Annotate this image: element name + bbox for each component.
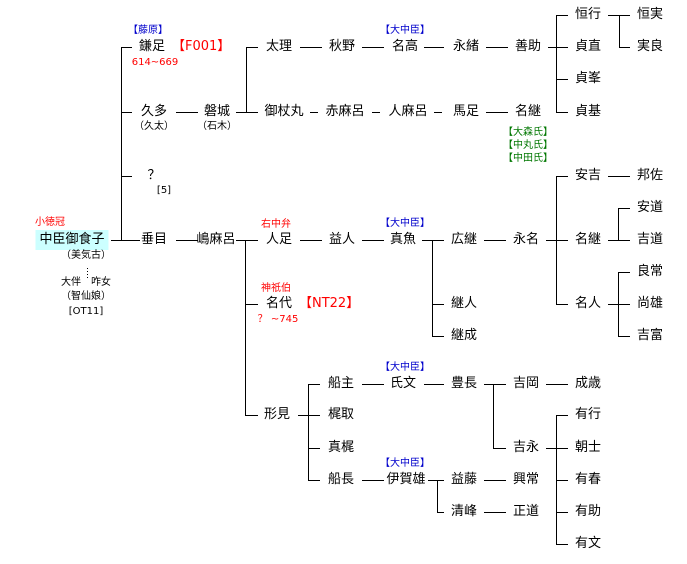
person-nataka[interactable]: 名高: [391, 39, 419, 54]
person-yoshisuke[interactable]: 善助: [514, 39, 542, 54]
spouse-alias: （智仙娘）: [61, 291, 111, 302]
person-tsuguhito[interactable]: 継人: [450, 296, 478, 311]
person-natsugu2[interactable]: 名継: [574, 232, 602, 247]
root-alias: （美気古）: [61, 250, 111, 261]
person-hirotsugu[interactable]: 広継: [450, 232, 478, 247]
person-nagana[interactable]: 永名: [512, 232, 540, 247]
person-funaosa[interactable]: 船長: [327, 472, 355, 487]
person-arufumi[interactable]: 有文: [574, 536, 602, 551]
person-kunisuke[interactable]: 邦佐: [636, 168, 664, 183]
person-code[interactable]: 【NT22】: [299, 296, 360, 311]
clan-label: 【大中臣】: [380, 458, 430, 469]
clan-label: 【大中臣】: [380, 218, 430, 229]
person-makaji[interactable]: 真梶: [327, 440, 355, 455]
person-igao[interactable]: 伊賀雄: [386, 472, 426, 487]
person-sadamoto[interactable]: 貞基: [574, 104, 602, 119]
person-shimamaro[interactable]: 嶋麻呂: [196, 232, 236, 247]
person-code[interactable]: 【F001】: [172, 39, 231, 54]
person-kamatari[interactable]: 鎌足: [138, 39, 166, 54]
person-nagao[interactable]: 永緒: [452, 39, 480, 54]
person-masamichi[interactable]: 正道: [512, 504, 540, 519]
person-funanushi[interactable]: 船主: [327, 376, 355, 391]
person-arusuke[interactable]: 有助: [574, 504, 602, 519]
root-title: 小徳冠: [35, 217, 65, 228]
clan-label: 【大森氏】: [503, 127, 553, 138]
person-alias: （石木）: [197, 121, 237, 132]
person-mitsueimaru[interactable]: 御杖丸: [264, 104, 304, 119]
person-tarume[interactable]: 垂目: [140, 232, 168, 247]
person-hitotari[interactable]: 人足: [265, 232, 293, 247]
person-unknown[interactable]: ？: [147, 168, 161, 183]
person-umatari[interactable]: 馬足: [452, 104, 480, 119]
clan-label: 【中田氏】: [503, 153, 553, 164]
person-sanenaga[interactable]: 実良: [636, 39, 664, 54]
person-note: [5]: [156, 185, 172, 196]
person-hitomaro[interactable]: 人麻呂: [388, 104, 428, 119]
person-iwaki[interactable]: 磐城: [203, 104, 231, 119]
person-aruharu[interactable]: 有春: [574, 472, 602, 487]
person-masuhito[interactable]: 益人: [328, 232, 356, 247]
person-ujibumi[interactable]: 氏文: [389, 376, 417, 391]
title-label: 右中弁: [261, 219, 291, 230]
person-kajitori[interactable]: 梶取: [327, 407, 355, 422]
person-yoshinaga[interactable]: 吉永: [512, 440, 540, 455]
clan-label: 【藤原】: [128, 25, 168, 36]
person-tomoshi[interactable]: 朝士: [574, 440, 602, 455]
spouse-code: [OT11]: [68, 306, 104, 317]
spouse-name[interactable]: 大伴 咋女: [61, 277, 111, 288]
person-tsunezane[interactable]: 恒実: [636, 7, 664, 22]
person-kuta[interactable]: 久多: [140, 104, 168, 119]
person-aruyuki[interactable]: 有行: [574, 407, 602, 422]
person-sadamine[interactable]: 貞峯: [574, 71, 602, 86]
person-yasuyoshi[interactable]: 安吉: [574, 168, 602, 183]
person-akamaro[interactable]: 赤麻呂: [325, 104, 365, 119]
person-toyonaga[interactable]: 豊長: [450, 376, 478, 391]
person-yoshimichi[interactable]: 吉道: [636, 232, 664, 247]
person-yasumichi[interactable]: 安道: [636, 200, 664, 215]
person-naritoshi[interactable]: 成歳: [574, 376, 602, 391]
clan-label: 【大中臣】: [380, 362, 430, 373]
person-nashiro[interactable]: 名代: [265, 296, 293, 311]
clan-label: 【大中臣】: [380, 25, 430, 36]
person-kiyomine[interactable]: 清峰: [450, 504, 478, 519]
person-tsugunari[interactable]: 継成: [450, 328, 478, 343]
person-masufuji[interactable]: 益藤: [450, 472, 478, 487]
person-akino[interactable]: 秋野: [328, 39, 356, 54]
person-yoshitsune[interactable]: 良常: [636, 264, 664, 279]
person-years: ？ ~745: [257, 314, 299, 325]
person-yoshioka[interactable]: 吉岡: [512, 376, 540, 391]
person-katami[interactable]: 形見: [263, 407, 291, 422]
root-person[interactable]: 中臣御食子: [35, 230, 109, 250]
clan-label: 【中丸氏】: [503, 140, 553, 151]
person-sadayuki[interactable]: 恒行: [574, 7, 602, 22]
person-alias: （久太）: [134, 121, 174, 132]
person-sadanao[interactable]: 貞直: [574, 39, 602, 54]
person-years: 614~669: [131, 57, 179, 68]
person-nahito[interactable]: 名人: [574, 296, 602, 311]
person-mana[interactable]: 真魚: [389, 232, 417, 247]
person-tari[interactable]: 太理: [265, 39, 293, 54]
title-label: 神祇伯: [261, 283, 291, 294]
person-natsugu[interactable]: 名継: [514, 104, 542, 119]
person-hisao[interactable]: 尚雄: [636, 296, 664, 311]
person-okitsune[interactable]: 興常: [512, 472, 540, 487]
person-yoshitomi[interactable]: 吉富: [636, 328, 664, 343]
